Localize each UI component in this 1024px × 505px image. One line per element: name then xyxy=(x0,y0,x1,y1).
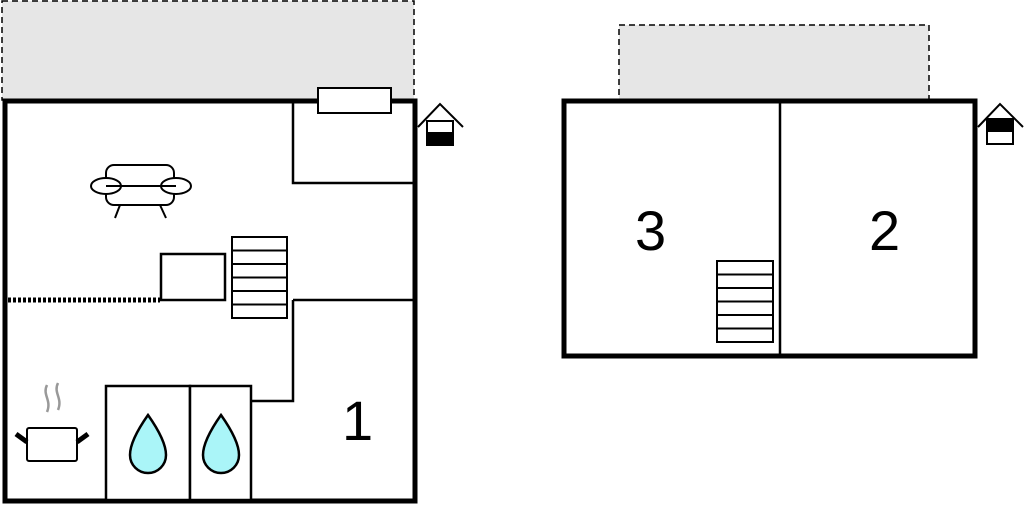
entrance-icon xyxy=(977,102,1024,145)
room-label: 2 xyxy=(869,199,900,262)
room-label: 1 xyxy=(342,389,373,452)
terrace xyxy=(618,24,930,101)
inner-walls xyxy=(251,103,414,403)
stairs-icon xyxy=(231,236,288,319)
window-heater xyxy=(317,87,392,114)
stairs-icon xyxy=(716,260,774,343)
terrace xyxy=(1,0,415,101)
sofa-icon xyxy=(90,164,192,219)
water-drop-icon xyxy=(201,412,241,475)
room-label: 3 xyxy=(635,199,666,262)
water-drop-icon xyxy=(128,412,168,475)
upper-floor-plan: 3 2 xyxy=(561,24,1024,359)
entrance-icon xyxy=(417,102,464,146)
table xyxy=(159,252,227,302)
cooking-pot-icon xyxy=(14,382,90,462)
ground-floor-plan: 1 xyxy=(1,0,464,504)
